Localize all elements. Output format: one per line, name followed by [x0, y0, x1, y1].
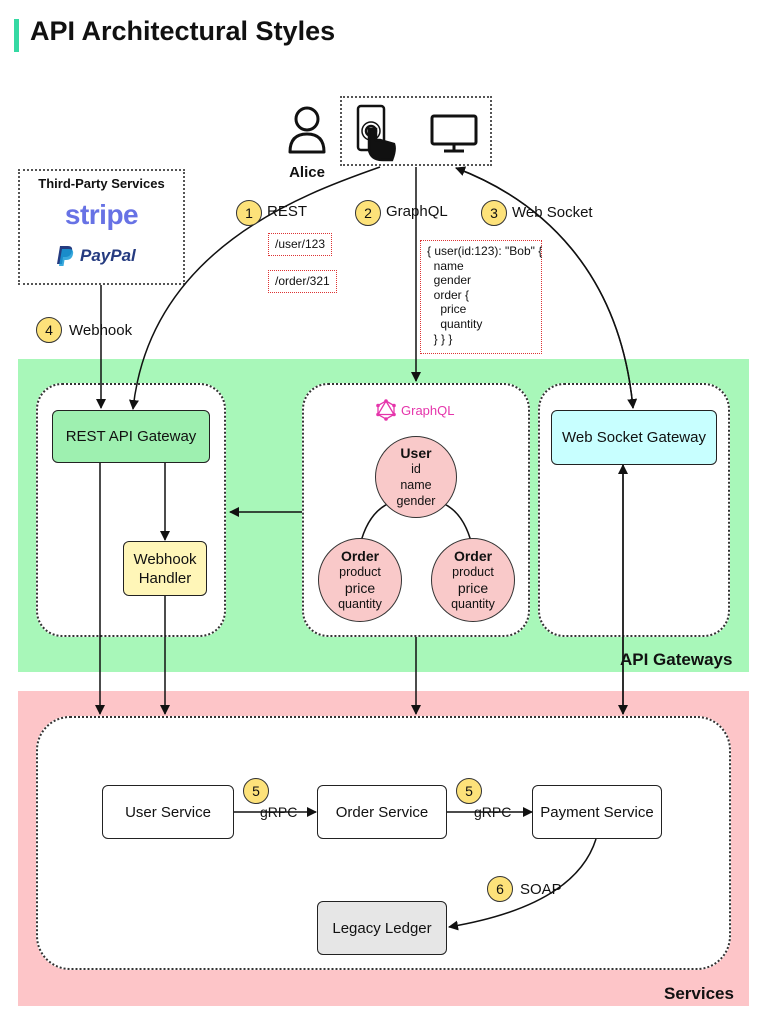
paypal-icon: [57, 246, 74, 266]
websocket-gateway: Web Socket Gateway: [551, 410, 717, 465]
webhook-handler: Webhook Handler: [123, 541, 207, 596]
third-party-services-box: [18, 169, 185, 285]
badge-graphql: 2: [355, 200, 381, 226]
title-accent-bar: [14, 19, 19, 52]
services-label: Services: [664, 984, 734, 1003]
graphql-query-example: { user(id:123): "Bob" { name gender orde…: [420, 240, 542, 354]
third-party-title: Third-Party Services: [38, 176, 165, 191]
alice-label: Alice: [289, 164, 325, 181]
badge-grpc-2: 5: [456, 778, 482, 804]
badge-websocket: 3: [481, 200, 507, 226]
edge-label-websocket: Web Socket: [512, 204, 593, 221]
graphql-logo: GraphQL: [376, 399, 454, 421]
legacy-ledger: Legacy Ledger: [317, 901, 447, 955]
user-icon: [288, 106, 326, 154]
order-service: Order Service: [317, 785, 447, 839]
phone-touch-icon: [356, 104, 396, 162]
rest-example-user: /user/123: [268, 233, 333, 256]
edge-label-grpc-2: gRPC: [474, 804, 512, 820]
graph-node-order-left: Order product price quantity: [318, 538, 402, 622]
payment-service: Payment Service: [532, 785, 662, 839]
graph-node-user: User id name gender: [375, 436, 457, 518]
page-title: API Architectural Styles: [30, 16, 336, 46]
badge-grpc-1: 5: [243, 778, 269, 804]
rest-example-order: /order/321: [268, 270, 337, 293]
edge-label-soap: SOAP: [520, 881, 562, 898]
user-service: User Service: [102, 785, 234, 839]
api-gateways-label: API Gateways: [620, 650, 733, 669]
badge-rest: 1: [236, 200, 262, 226]
paypal-logo: PayPal: [56, 245, 176, 267]
badge-webhook: 4: [36, 317, 62, 343]
monitor-icon: [430, 114, 478, 153]
stripe-logo: stripe: [64, 199, 139, 230]
edge-label-rest: REST: [267, 203, 308, 220]
edge-label-grpc-1: gRPC: [260, 804, 298, 820]
graphql-icon: [376, 399, 396, 421]
edge-label-webhook: Webhook: [69, 322, 133, 339]
graph-node-order-right: Order product price quantity: [431, 538, 515, 622]
rest-api-gateway: REST API Gateway: [52, 410, 210, 463]
badge-soap: 6: [487, 876, 513, 902]
edge-label-graphql: GraphQL: [386, 203, 448, 220]
